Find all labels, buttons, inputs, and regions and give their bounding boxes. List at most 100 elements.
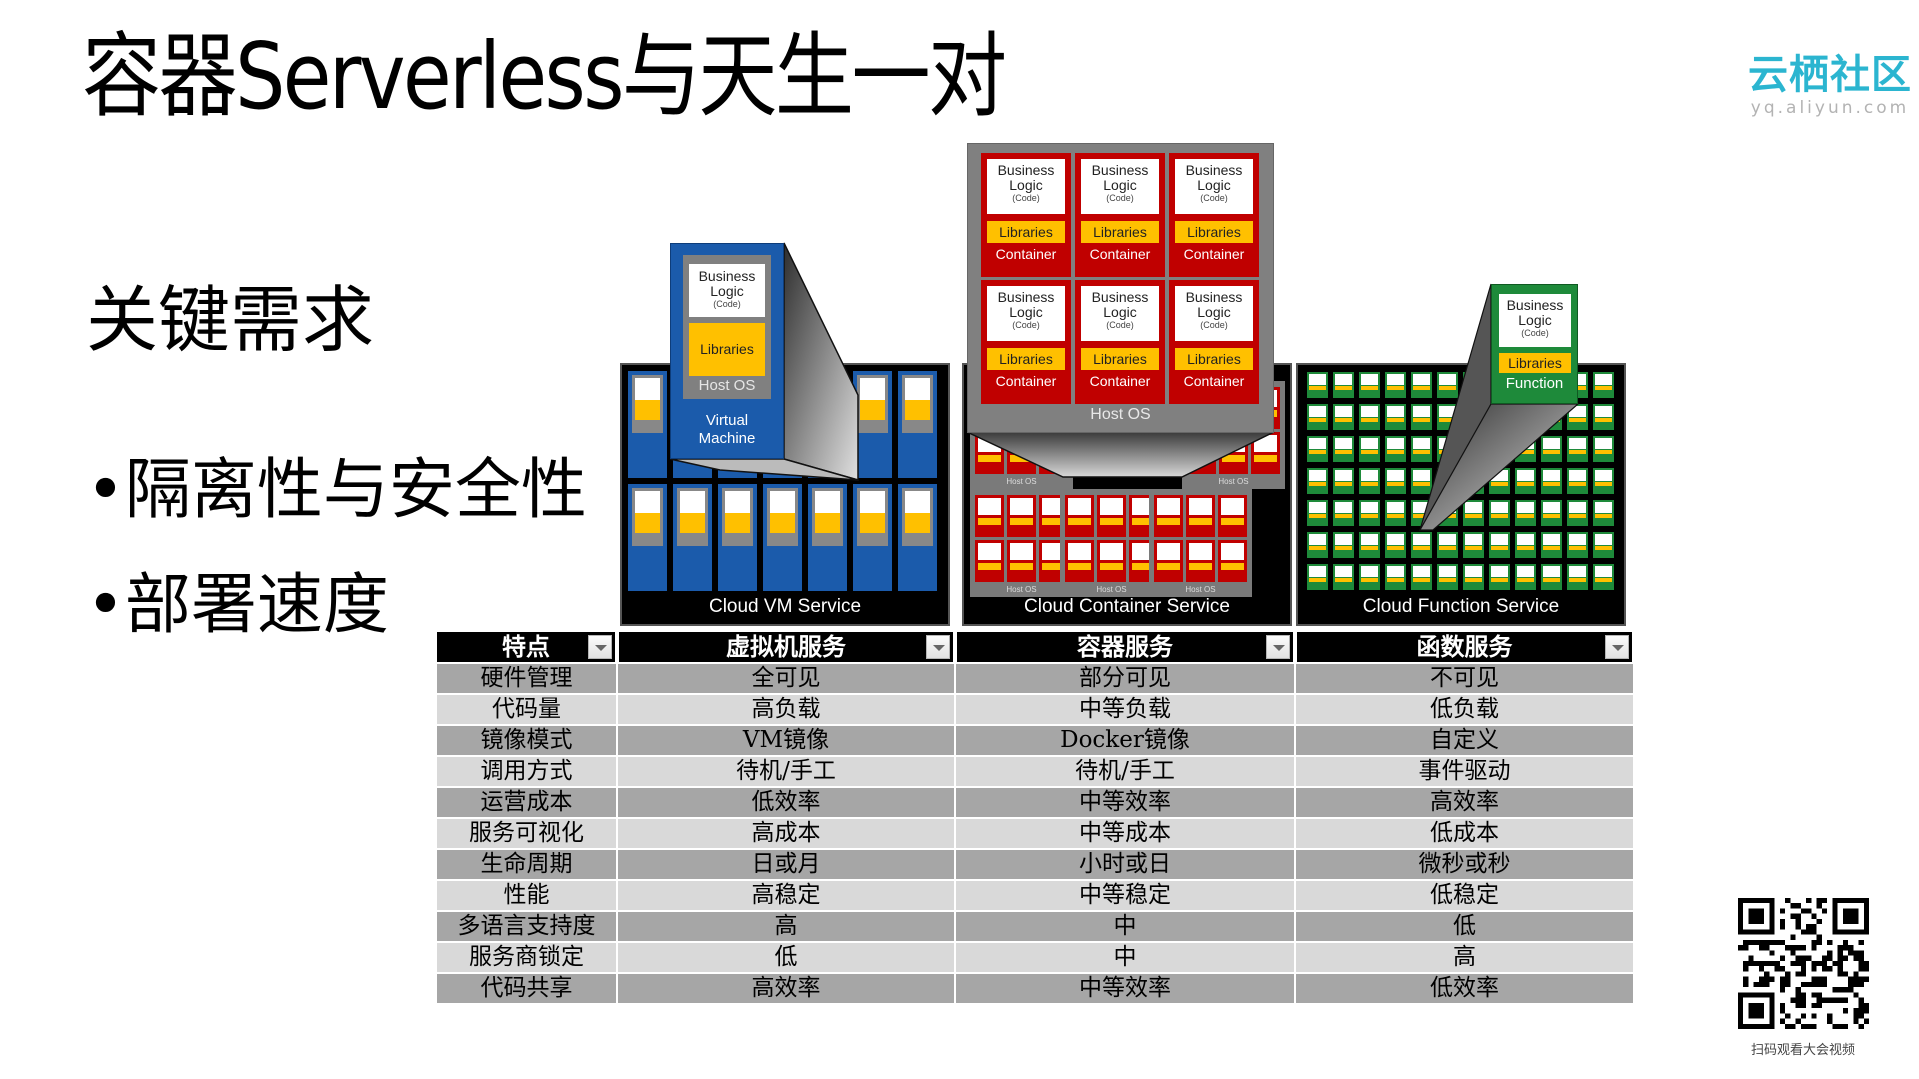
table-row: 多语言支持度高中低 (437, 910, 1635, 943)
function-grid (1307, 372, 1614, 590)
vm-cell (853, 371, 892, 478)
vm-cell (898, 484, 937, 591)
function-cell (1567, 404, 1588, 430)
function-cell (1437, 404, 1458, 430)
function-cell (1437, 500, 1458, 526)
function-cell (1307, 564, 1328, 590)
function-cell (1411, 372, 1432, 398)
function-cell (1593, 532, 1614, 558)
function-cell (1307, 532, 1328, 558)
function-cell (1359, 436, 1380, 462)
vm-host-os-label: Host OS (698, 377, 756, 394)
value-cell: 中等成本 (955, 817, 1296, 850)
function-cell (1593, 404, 1614, 430)
feature-cell: 服务可视化 (437, 817, 618, 850)
function-cell (1463, 500, 1484, 526)
value-cell: 高 (617, 910, 956, 943)
value-cell: 微秒或秒 (1295, 848, 1635, 881)
feature-cell: 代码共享 (437, 972, 618, 1005)
function-cell (1307, 500, 1328, 526)
qr-caption: 扫码观看大会视频 (1750, 1043, 1855, 1058)
function-cell (1437, 468, 1458, 494)
function-cell (1463, 436, 1484, 462)
vm-label: Virtual Machine (698, 412, 756, 447)
value-cell: 中 (955, 941, 1296, 974)
function-cell (1437, 372, 1458, 398)
container-panel-label: Cloud Container Service (1024, 596, 1230, 617)
bullet-deploy-speed: •部署速度 (86, 566, 389, 643)
virtual-machine-detail: Business Logic (Code) Libraries Host OS … (670, 243, 784, 459)
function-cell (1567, 564, 1588, 590)
function-cell (1541, 564, 1562, 590)
filter-dropdown-icon[interactable] (588, 635, 612, 659)
function-cell (1515, 436, 1536, 462)
vm-cell (628, 371, 667, 478)
function-cell (1567, 500, 1588, 526)
function-cell (1359, 468, 1380, 494)
feature-cell: 服务商锁定 (437, 941, 618, 974)
function-cell (1541, 436, 1562, 462)
header-feature: 特点 (437, 632, 619, 663)
table-row: 硬件管理全可见部分可见不可见 (437, 662, 1635, 695)
vm-cell (808, 484, 847, 591)
value-cell: 高稳定 (617, 879, 956, 912)
function-cell (1463, 468, 1484, 494)
value-cell: 低 (617, 941, 956, 974)
function-cell (1593, 500, 1614, 526)
function-cell (1385, 500, 1406, 526)
value-cell: 低效率 (1295, 972, 1635, 1005)
feature-cell: 多语言支持度 (437, 910, 618, 943)
table-header-row: 特点 虚拟机服务 容器服务 函数服务 (437, 632, 1636, 663)
function-cell (1307, 468, 1328, 494)
function-cell (1515, 404, 1536, 430)
function-cell (1385, 372, 1406, 398)
function-cell (1489, 436, 1510, 462)
vm-cell (808, 371, 847, 478)
function-cell (1593, 372, 1614, 398)
function-cell (1333, 500, 1354, 526)
logo-name: 云栖社区 (1748, 52, 1912, 98)
slide-title: 容器Serverless与天生一对 (82, 23, 1007, 130)
table-row: 运营成本低效率中等效率高效率 (437, 786, 1635, 819)
function-cell (1411, 532, 1432, 558)
function-cell (1437, 564, 1458, 590)
value-cell: 自定义 (1295, 724, 1635, 757)
vm-cell (628, 484, 667, 591)
filter-dropdown-icon[interactable] (926, 635, 950, 659)
function-cell (1463, 564, 1484, 590)
key-requirements-heading: 关键需求 (86, 278, 375, 362)
value-cell: 低 (1295, 910, 1635, 943)
table-row: 调用方式待机/手工待机/手工事件驱动 (437, 755, 1635, 788)
value-cell: 高效率 (617, 972, 956, 1005)
filter-dropdown-icon[interactable] (1266, 635, 1290, 659)
comparison-table: 特点 虚拟机服务 容器服务 函数服务 硬件管理全可见部分可见不可见代码量高负载中… (437, 632, 1636, 1005)
function-cell (1437, 532, 1458, 558)
filter-dropdown-icon[interactable] (1605, 635, 1629, 659)
function-cell (1515, 564, 1536, 590)
function-cell (1359, 404, 1380, 430)
function-cell (1489, 404, 1510, 430)
value-cell: 低稳定 (1295, 879, 1635, 912)
function-libraries-block: Libraries (1499, 353, 1571, 373)
vm-cell (898, 371, 937, 478)
value-cell: 事件驱动 (1295, 755, 1635, 788)
value-cell: 待机/手工 (617, 755, 956, 788)
value-cell: 中等效率 (955, 972, 1296, 1005)
vm-cell (673, 484, 712, 591)
header-function-service: 函数服务 (1295, 632, 1636, 663)
header-vm-service: 虚拟机服务 (617, 632, 957, 663)
function-cell (1333, 436, 1354, 462)
value-cell: 小时或日 (955, 848, 1296, 881)
qr-code (1738, 898, 1869, 1029)
container-host: Host OS (970, 489, 1073, 597)
function-cell (1489, 532, 1510, 558)
function-cell (1307, 372, 1328, 398)
feature-cell: 硬件管理 (437, 662, 618, 695)
function-cell (1515, 532, 1536, 558)
value-cell: 高负载 (617, 693, 956, 726)
function-cell (1411, 468, 1432, 494)
function-cell (1359, 564, 1380, 590)
